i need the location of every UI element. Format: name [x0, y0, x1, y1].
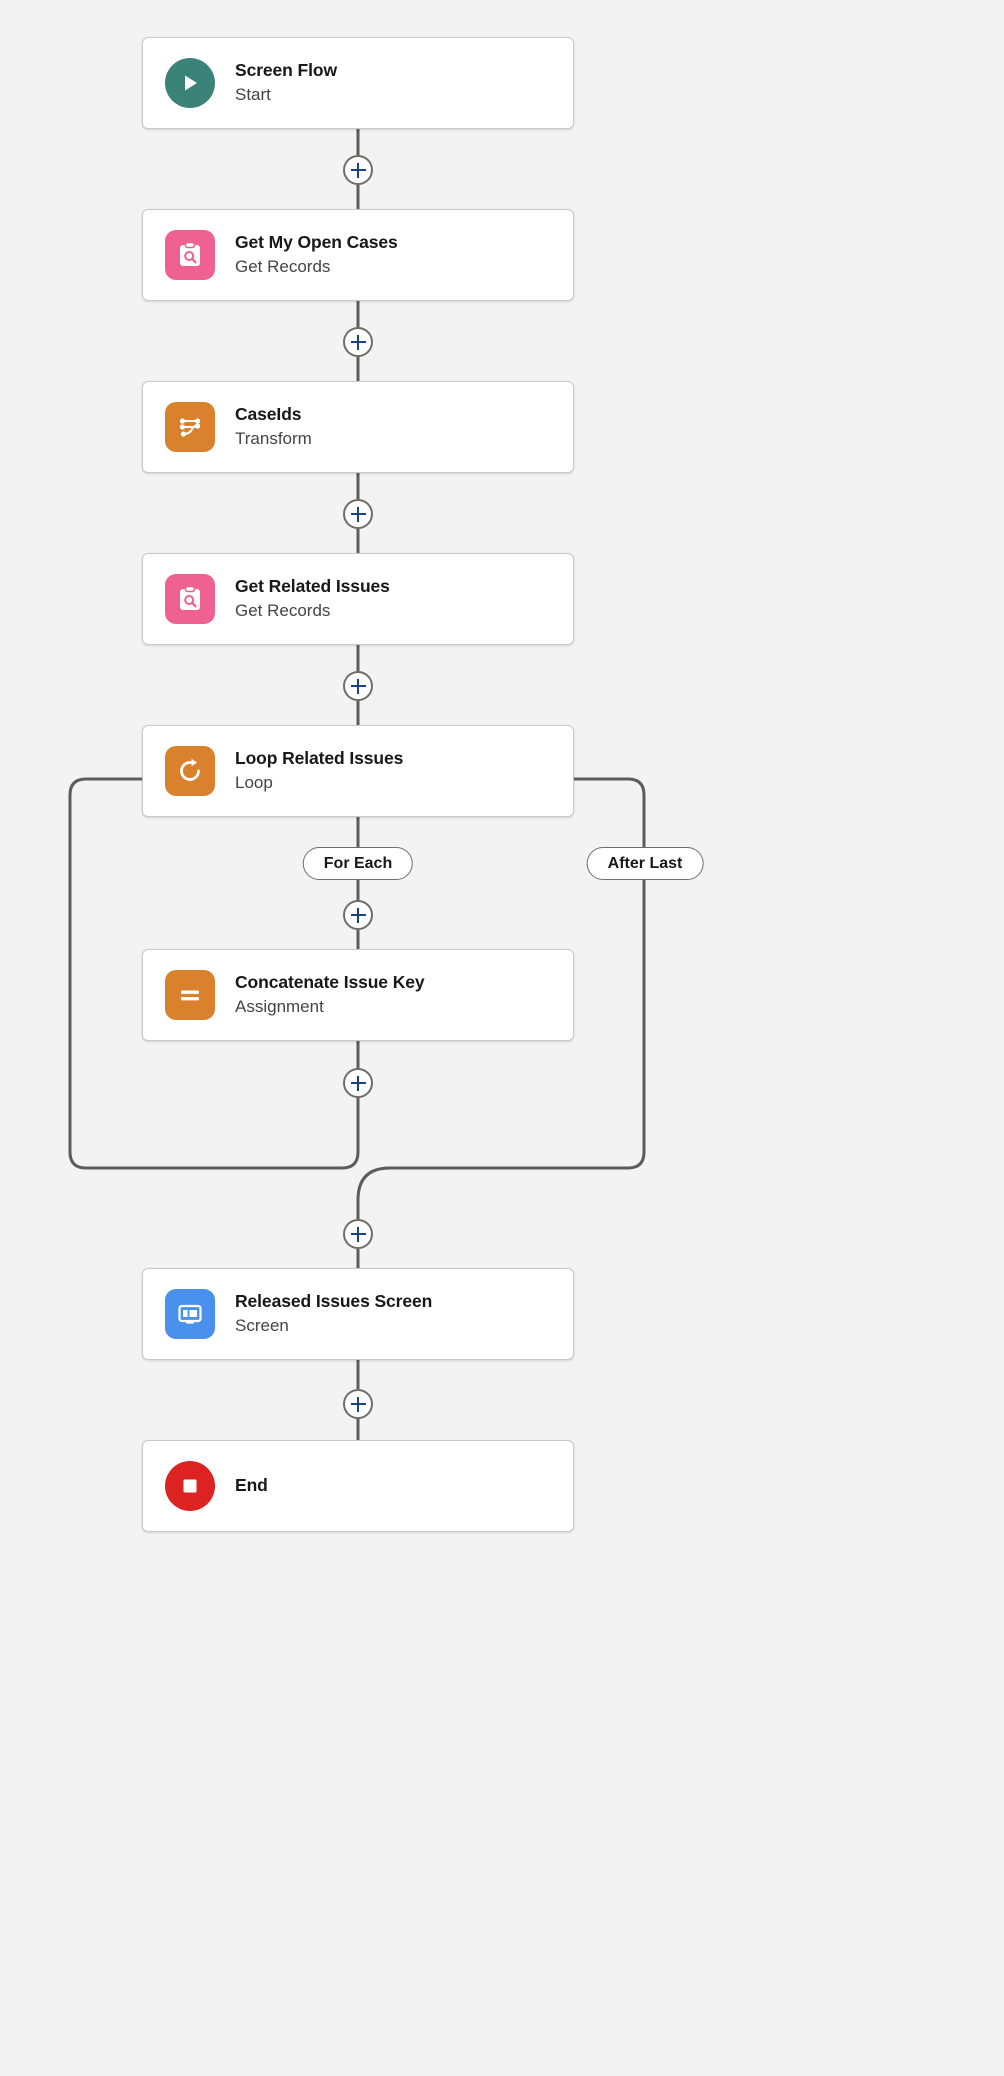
- node-labels: Get My Open Cases Get Records: [235, 231, 398, 280]
- node-icon-wrap: [165, 1289, 215, 1339]
- node-title: Concatenate Issue Key: [235, 971, 425, 992]
- node-subtitle: Get Records: [235, 257, 331, 277]
- add-element-button-after-loop[interactable]: [343, 1219, 373, 1249]
- branch-label-after-last[interactable]: After Last: [586, 847, 704, 880]
- node-icon-wrap: [165, 574, 215, 624]
- screen-icon: [165, 1289, 215, 1339]
- node-labels: CaseIds Transform: [235, 403, 312, 452]
- node-labels: End: [235, 1474, 268, 1498]
- node-subtitle: Start: [235, 85, 271, 105]
- branch-label-for-each[interactable]: For Each: [302, 847, 414, 880]
- get-records-icon: [165, 230, 215, 280]
- node-icon-wrap: [165, 402, 215, 452]
- node-title: Loop Related Issues: [235, 747, 404, 768]
- transform-icon: [165, 402, 215, 452]
- flow-node-released-issues-screen[interactable]: Released Issues Screen Screen: [142, 1268, 574, 1360]
- node-labels: Concatenate Issue Key Assignment: [235, 971, 425, 1020]
- stop-icon: [165, 1461, 215, 1511]
- flow-node-get-related-issues[interactable]: Get Related Issues Get Records: [142, 553, 574, 645]
- flow-node-caseids[interactable]: CaseIds Transform: [142, 381, 574, 473]
- node-labels: Get Related Issues Get Records: [235, 575, 390, 624]
- screen-icon-glyph: [178, 1304, 202, 1324]
- assignment-icon: [165, 970, 215, 1020]
- node-labels: Released Issues Screen Screen: [235, 1290, 432, 1339]
- flow-node-get-my-open-cases[interactable]: Get My Open Cases Get Records: [142, 209, 574, 301]
- add-element-button-after-get-related-issues[interactable]: [343, 671, 373, 701]
- node-subtitle: Assignment: [235, 997, 324, 1017]
- flow-node-concatenate-issue-key[interactable]: Concatenate Issue Key Assignment: [142, 949, 574, 1041]
- get-records-icon-glyph: [180, 241, 200, 266]
- get-records-icon-glyph: [180, 585, 200, 610]
- node-title: End: [235, 1475, 268, 1496]
- node-subtitle: Get Records: [235, 601, 331, 621]
- add-element-button-after-get-my-open-cases[interactable]: [343, 327, 373, 357]
- play-icon: [165, 58, 215, 108]
- node-icon-wrap: [165, 746, 215, 796]
- node-title: CaseIds: [235, 403, 302, 424]
- node-subtitle: Loop: [235, 773, 273, 793]
- flow-node-start[interactable]: Screen Flow Start: [142, 37, 574, 129]
- loop-icon: [165, 746, 215, 796]
- node-icon-wrap: [165, 230, 215, 280]
- transform-icon-glyph: [179, 418, 201, 437]
- node-labels: Screen Flow Start: [235, 59, 337, 108]
- node-title: Get My Open Cases: [235, 231, 398, 252]
- assignment-icon-glyph: [181, 990, 199, 1001]
- node-icon-wrap: [165, 58, 215, 108]
- node-icon-wrap: [165, 970, 215, 1020]
- node-subtitle: Screen: [235, 1316, 289, 1336]
- add-element-button-in-loop-after-assignment[interactable]: [343, 1068, 373, 1098]
- add-element-button-in-loop-before-assignment[interactable]: [343, 900, 373, 930]
- node-title: Screen Flow: [235, 59, 337, 80]
- node-title: Released Issues Screen: [235, 1290, 433, 1311]
- get-records-icon: [165, 574, 215, 624]
- node-icon-wrap: [165, 1461, 215, 1511]
- add-element-button-after-caseids[interactable]: [343, 499, 373, 529]
- node-title: Get Related Issues: [235, 575, 390, 596]
- flow-node-loop-related-issues[interactable]: Loop Related Issues Loop: [142, 725, 574, 817]
- play-icon-glyph: [185, 75, 197, 91]
- node-subtitle: Transform: [235, 429, 312, 449]
- add-element-button-after-screen[interactable]: [343, 1389, 373, 1419]
- loop-icon-glyph: [180, 758, 200, 781]
- flow-node-end[interactable]: End: [142, 1440, 574, 1532]
- stop-icon-glyph: [183, 1479, 197, 1493]
- node-labels: Loop Related Issues Loop: [235, 747, 403, 796]
- add-element-button-after-start[interactable]: [343, 155, 373, 185]
